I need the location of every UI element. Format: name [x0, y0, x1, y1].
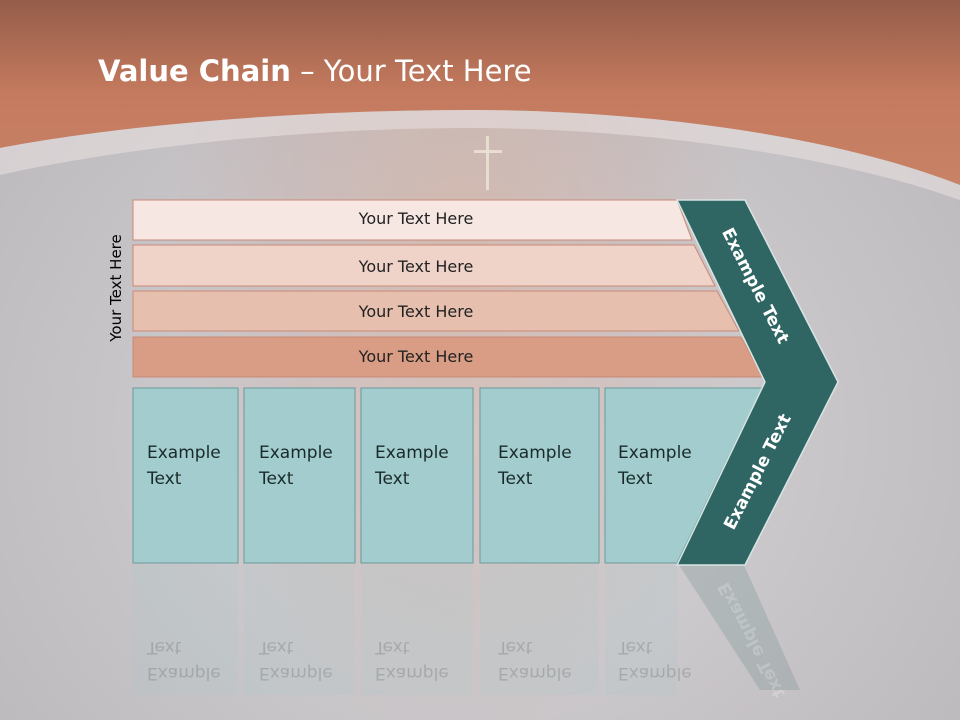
primary-activity-2: [243, 387, 356, 564]
support-band-1-label: Your Text Here: [358, 209, 474, 228]
margin-chevron: [675, 199, 839, 566]
primary-activity-1: [132, 387, 239, 564]
primary-activity-3: [360, 387, 474, 564]
support-band-1: [132, 199, 693, 241]
support-band-3: [132, 290, 740, 332]
support-band-4-label: Your Text Here: [358, 347, 474, 366]
primary-activity-5: [604, 387, 763, 564]
support-band-2-label: Your Text Here: [358, 257, 474, 276]
support-band-3-label: Your Text Here: [358, 302, 474, 321]
cross-pendant-icon: [472, 130, 504, 190]
support-band-2: [132, 244, 716, 287]
page-title: Value Chain – Your Text Here: [98, 54, 532, 88]
primary-activity-4: [479, 387, 600, 564]
